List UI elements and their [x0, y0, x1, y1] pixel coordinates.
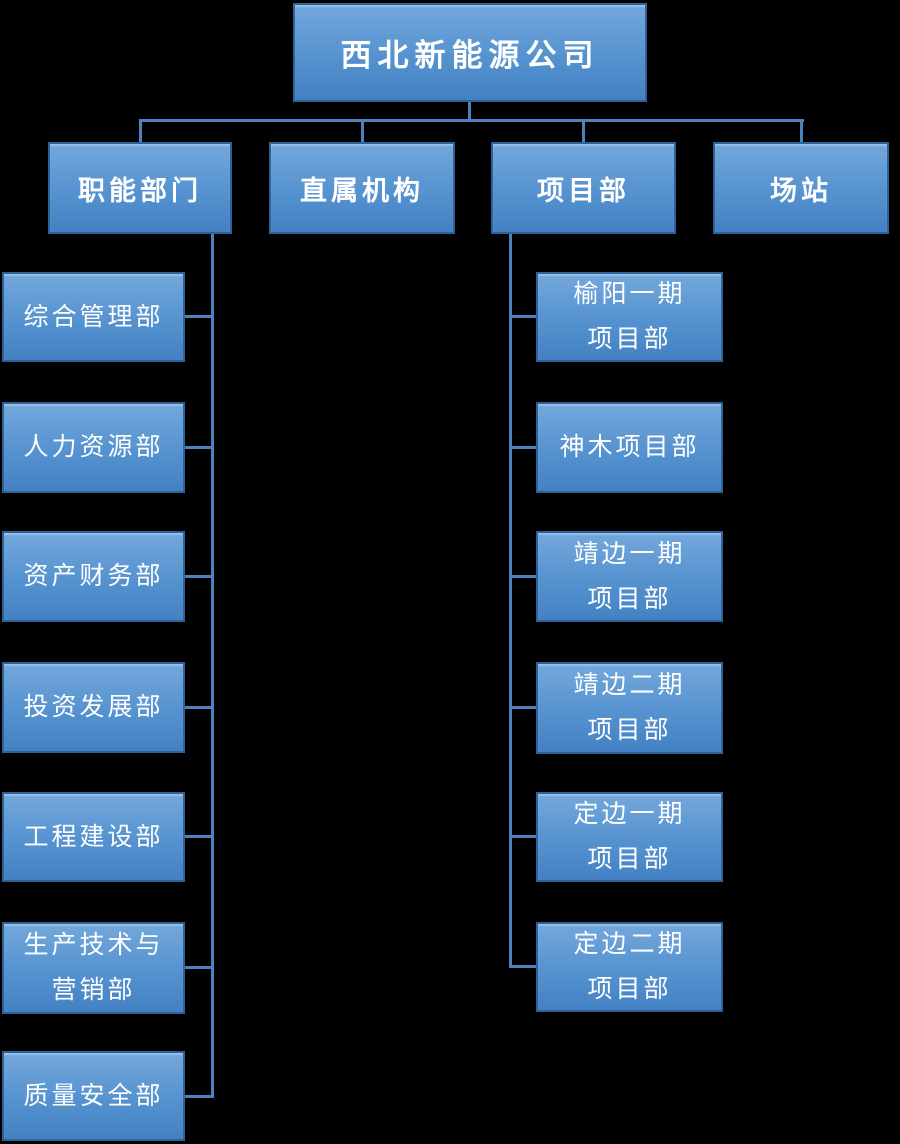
connector-stub-dingbian-phase1 [510, 835, 538, 838]
connector-root-vertical [468, 101, 471, 122]
org-node-stations: 场站 [713, 142, 889, 234]
org-node-jingbian-phase1-project: 靖边一期 项目部 [536, 531, 723, 622]
org-node-yuyang-phase1-project: 榆阳一期 项目部 [536, 272, 723, 362]
connector-stub-dingbian-phase2 [510, 965, 538, 968]
org-node-dingbian-phase1-project: 定边一期 项目部 [536, 792, 723, 882]
connector-stub-shenmu [510, 446, 538, 449]
connector-stub-assets-finance [184, 575, 213, 578]
org-node-dingbian-phase2-project: 定边二期 项目部 [536, 922, 723, 1012]
org-node-company-root: 西北新能源公司 [293, 3, 647, 102]
org-node-functional-departments: 职能部门 [48, 142, 232, 234]
connector-trunk-functional [211, 234, 214, 1098]
connector-stub-jingbian-phase2 [510, 706, 538, 709]
org-node-assets-finance-dept: 资产财务部 [2, 531, 185, 622]
connector-stub-general-management [184, 315, 213, 318]
connector-level2-horizontal [139, 119, 804, 122]
connector-stub-engineering-construction [184, 835, 213, 838]
connector-drop-projects [582, 119, 585, 142]
org-node-investment-development-dept: 投资发展部 [2, 662, 185, 753]
org-node-production-tech-marketing-dept: 生产技术与 营销部 [2, 922, 185, 1014]
connector-stub-yuyang-phase1 [510, 315, 538, 318]
org-node-shenmu-project: 神木项目部 [536, 402, 723, 493]
connector-stub-human-resources [184, 446, 213, 449]
connector-stub-jingbian-phase1 [510, 575, 538, 578]
org-node-jingbian-phase2-project: 靖边二期 项目部 [536, 662, 723, 754]
org-node-engineering-construction-dept: 工程建设部 [2, 792, 185, 882]
org-node-project-departments: 项目部 [491, 142, 676, 234]
connector-stub-production-tech-marketing [184, 966, 213, 969]
connector-stub-quality-safety [184, 1095, 213, 1098]
org-node-human-resources-dept: 人力资源部 [2, 402, 185, 493]
connector-drop-functional [139, 119, 142, 142]
connector-trunk-projects [509, 234, 512, 968]
connector-stub-investment-development [184, 706, 213, 709]
connector-drop-institutions [361, 119, 364, 142]
connector-drop-stations [800, 119, 803, 142]
org-node-quality-safety-dept: 质量安全部 [2, 1051, 185, 1141]
org-node-general-management-dept: 综合管理部 [2, 272, 185, 362]
org-node-direct-subordinate-institutions: 直属机构 [269, 142, 455, 234]
